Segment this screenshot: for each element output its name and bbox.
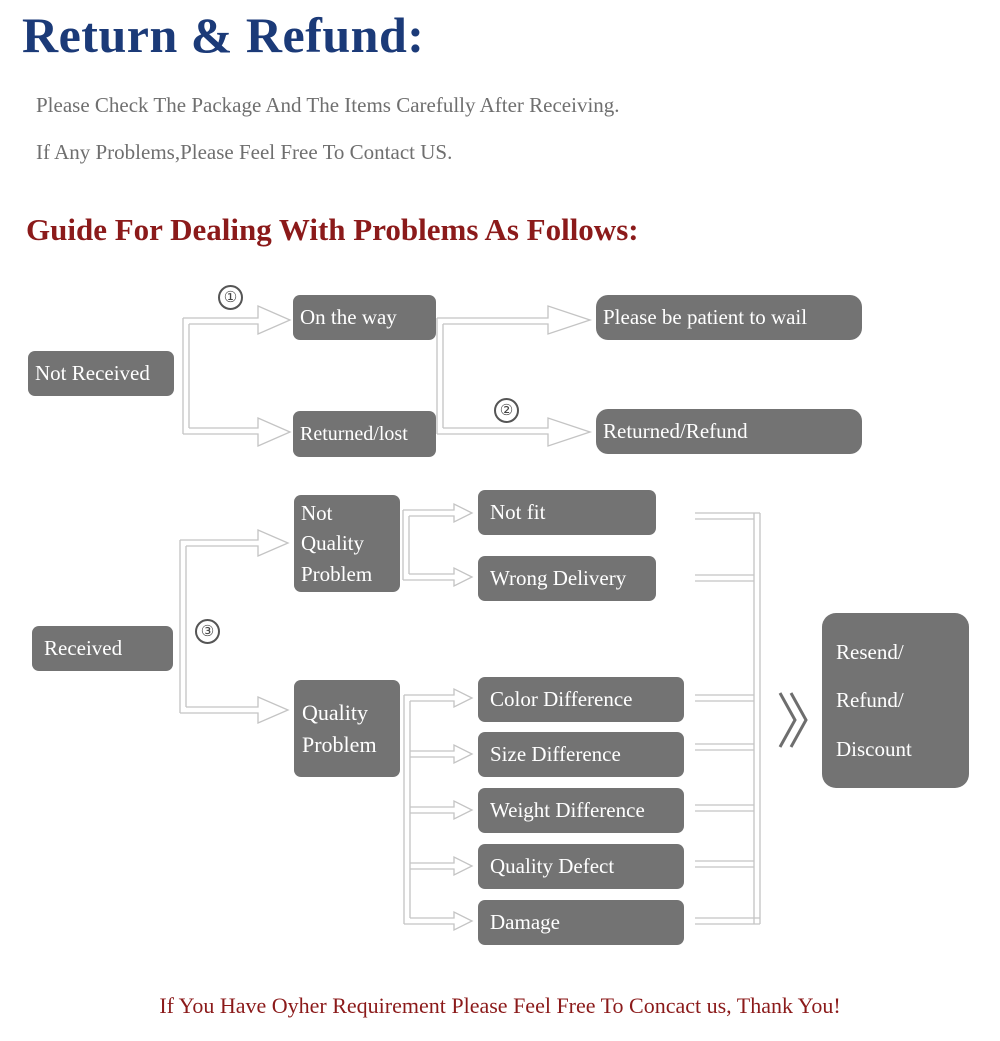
node-received: Received bbox=[32, 626, 173, 671]
node-not-fit: Not fit bbox=[478, 490, 656, 535]
branch-bracket bbox=[182, 318, 190, 434]
page-title: Return & Refund: bbox=[22, 7, 425, 63]
node-wrong-delivery: Wrong Delivery bbox=[478, 556, 656, 601]
merge-line bbox=[695, 917, 760, 925]
node-label: Size Difference bbox=[490, 742, 621, 767]
merge-line bbox=[695, 804, 754, 812]
node-label: On the way bbox=[300, 305, 397, 330]
arrow-to-quality-problem bbox=[180, 696, 290, 724]
node-label-line: Problem bbox=[302, 731, 377, 757]
node-label-line: Discount bbox=[836, 736, 912, 761]
merge-bracket bbox=[753, 513, 761, 924]
node-label: Please be patient to wail bbox=[603, 305, 808, 330]
node-label: Returned/Refund bbox=[603, 419, 748, 444]
node-label-line: Problem bbox=[301, 561, 373, 586]
node-label: Quality Defect bbox=[490, 854, 615, 879]
intro-line-1: Please Check The Package And The Items C… bbox=[36, 93, 620, 117]
double-chevron-right-icon bbox=[778, 692, 808, 748]
node-color-difference: Color Difference bbox=[478, 677, 684, 722]
node-returned-refund: Returned/Refund bbox=[596, 409, 862, 454]
node-label: Weight Difference bbox=[490, 798, 645, 823]
step-marker-3: ③ bbox=[195, 619, 220, 644]
arrow-to-returned-lost bbox=[183, 417, 292, 447]
node-label-line: Resend/ bbox=[836, 640, 904, 665]
node-returned-lost: Returned/lost bbox=[293, 411, 436, 457]
step-marker-1: ① bbox=[218, 285, 243, 310]
branch-bracket bbox=[179, 540, 187, 713]
merge-line bbox=[695, 694, 754, 702]
node-label: Returned/lost bbox=[300, 422, 408, 445]
arrow-to-wrong-delivery bbox=[403, 566, 474, 588]
merge-line bbox=[695, 512, 760, 520]
node-quality-defect: Quality Defect bbox=[478, 844, 684, 889]
merge-line bbox=[695, 860, 754, 868]
node-not-quality-problem: Not Quality Problem bbox=[294, 495, 400, 592]
node-label: Wrong Delivery bbox=[490, 566, 627, 591]
node-not-received: Not Received bbox=[28, 351, 174, 396]
step-marker-2: ② bbox=[494, 398, 519, 423]
node-label-line: Not bbox=[301, 500, 333, 525]
node-please-be-patient: Please be patient to wail bbox=[596, 295, 862, 340]
arrow-to-please-be-patient bbox=[437, 305, 593, 335]
arrow-to-size-difference bbox=[410, 743, 474, 765]
guide-heading: Guide For Dealing With Problems As Follo… bbox=[26, 212, 639, 247]
arrow-to-returned-refund bbox=[437, 417, 593, 447]
arrow-to-not-fit bbox=[403, 502, 474, 524]
node-label: Damage bbox=[490, 910, 560, 935]
node-label-line: Quality bbox=[302, 699, 368, 725]
node-label-line: Refund/ bbox=[836, 688, 904, 713]
branch-bracket bbox=[403, 695, 411, 924]
node-resolution: Resend/ Refund/ Discount bbox=[822, 613, 969, 788]
merge-line bbox=[695, 743, 754, 751]
node-size-difference: Size Difference bbox=[478, 732, 684, 777]
arrow-to-color-difference bbox=[404, 687, 474, 709]
arrow-to-not-quality-problem bbox=[180, 529, 290, 557]
node-label: Received bbox=[44, 636, 123, 661]
node-label: Not fit bbox=[490, 500, 546, 525]
arrow-to-on-the-way bbox=[183, 305, 292, 335]
node-quality-problem: Quality Problem bbox=[294, 680, 400, 777]
node-on-the-way: On the way bbox=[293, 295, 436, 340]
merge-line bbox=[695, 574, 754, 582]
node-weight-difference: Weight Difference bbox=[478, 788, 684, 833]
branch-bracket bbox=[402, 510, 410, 580]
arrow-to-quality-defect bbox=[410, 855, 474, 877]
intro-line-2: If Any Problems,Please Feel Free To Cont… bbox=[36, 140, 453, 164]
branch-bracket bbox=[436, 318, 444, 434]
arrow-to-damage bbox=[404, 910, 474, 932]
footer-note: If You Have Oyher Requirement Please Fee… bbox=[159, 993, 841, 1018]
node-label-line: Quality bbox=[301, 531, 364, 556]
node-label: Not Received bbox=[35, 361, 150, 386]
node-damage: Damage bbox=[478, 900, 684, 945]
arrow-to-weight-difference bbox=[410, 799, 474, 821]
node-label: Color Difference bbox=[490, 687, 633, 712]
